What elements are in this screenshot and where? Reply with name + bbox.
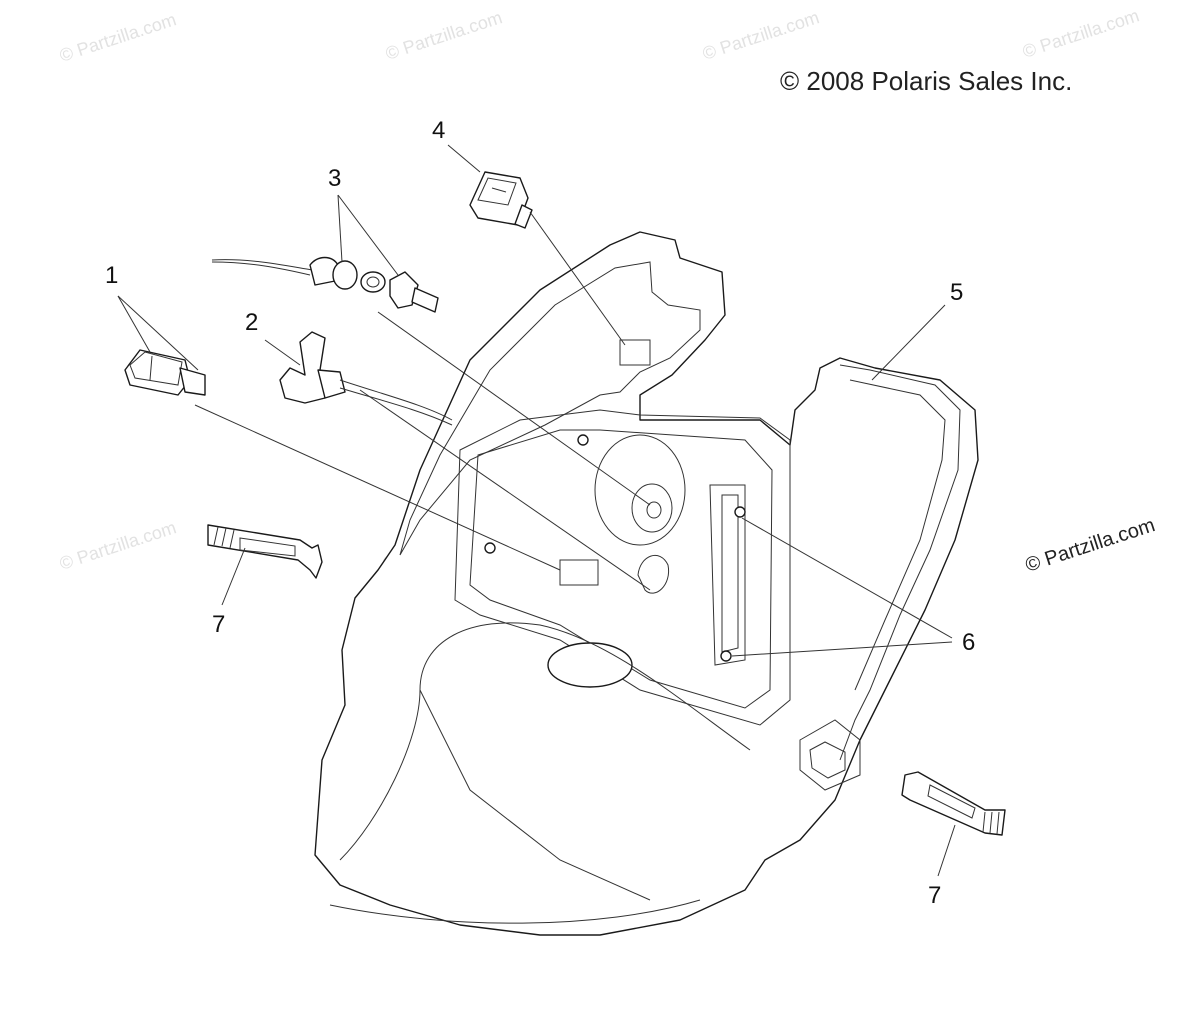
rocker-switch-part-1 bbox=[124, 349, 206, 396]
watermark-text: © Partzilla.com bbox=[383, 7, 505, 64]
callout-4: 4 bbox=[432, 117, 445, 144]
callout-1: 1 bbox=[105, 262, 118, 289]
lamp-assembly-part-3 bbox=[211, 256, 439, 313]
watermark-text: © Partzilla.com bbox=[1020, 5, 1142, 62]
rubber-strap-part-7-right bbox=[901, 771, 1006, 836]
watermark-text: © Partzilla.com bbox=[700, 7, 822, 64]
rocker-switch-part-4 bbox=[469, 171, 533, 229]
watermark-text-edge: © Partzilla.com bbox=[1023, 514, 1158, 577]
callout-2: 2 bbox=[245, 309, 258, 336]
watermark-text: © Partzilla.com bbox=[57, 9, 179, 66]
rubber-strap-part-7-left bbox=[207, 524, 323, 579]
callout-7-right: 7 bbox=[928, 882, 941, 909]
callout-3: 3 bbox=[328, 165, 341, 192]
watermark-text: © Partzilla.com bbox=[57, 517, 179, 574]
callout-6: 6 bbox=[962, 629, 975, 656]
callout-5: 5 bbox=[950, 279, 963, 306]
callout-labels: 1 2 3 4 5 6 7 7 bbox=[105, 117, 975, 909]
dash-panel bbox=[314, 231, 979, 936]
leader-lines bbox=[117, 144, 956, 877]
lever-switch-part-2 bbox=[279, 331, 453, 426]
copyright-notice: © 2008 Polaris Sales Inc. bbox=[780, 66, 1072, 96]
callout-7-left: 7 bbox=[212, 611, 225, 638]
